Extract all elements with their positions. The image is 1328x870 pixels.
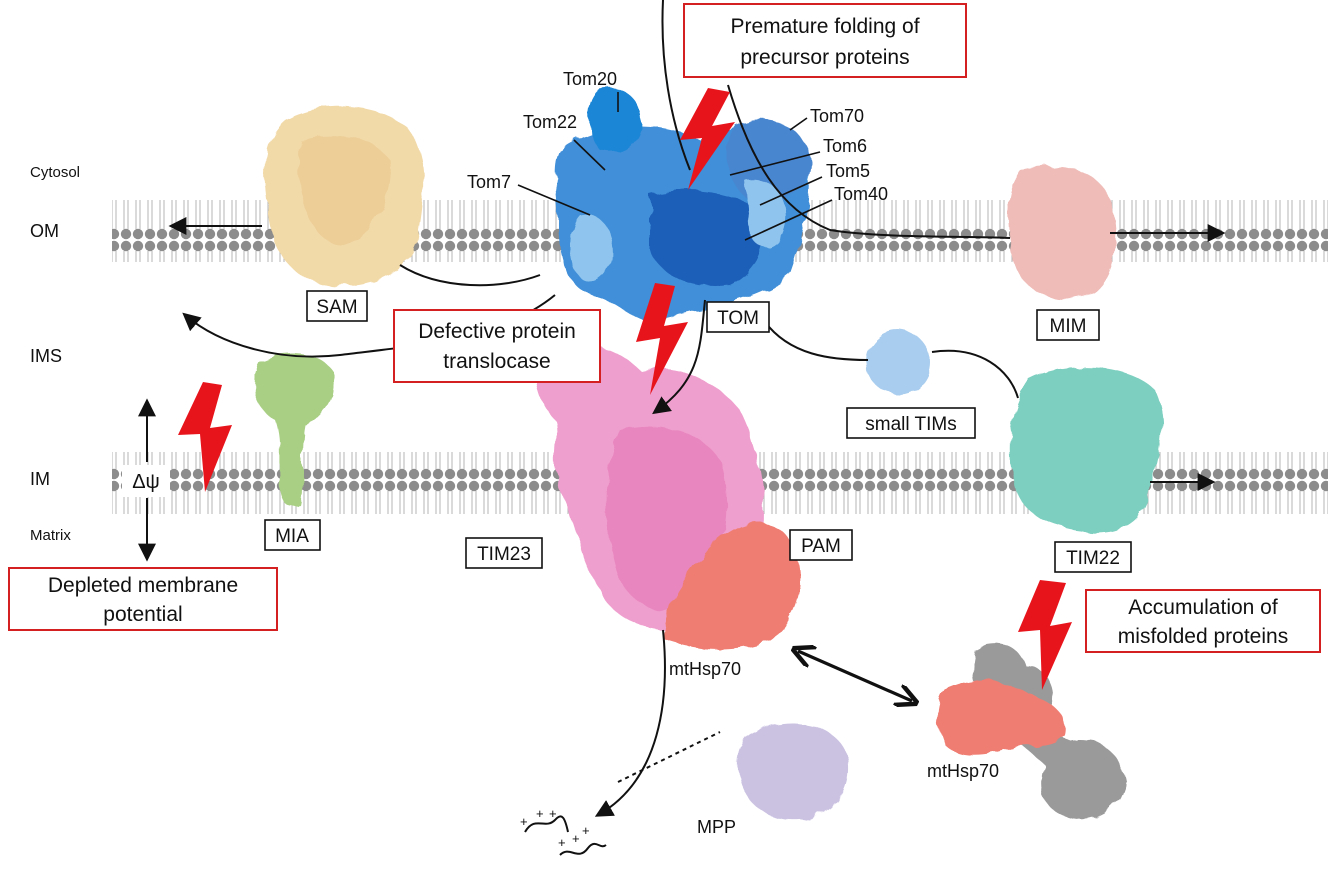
tom-label: TOM: [717, 308, 759, 329]
tom6-label: Tom6: [823, 136, 867, 156]
tom7-label: Tom7: [467, 172, 511, 192]
tom70-label: Tom70: [810, 106, 864, 126]
cytosol-label: Cytosol: [30, 164, 80, 181]
cleaved-presequences: + + + + + +: [520, 806, 607, 856]
misfolded-accumulation-box: Accumulation of misfolded proteins: [1085, 589, 1321, 653]
mthsp70-misfolded-label: mtHsp70: [927, 761, 999, 781]
path-to-mim: [727, 84, 1011, 239]
svg-text:+: +: [549, 806, 557, 821]
tom20-label: Tom20: [563, 69, 617, 89]
precursor-path-entry: [661, 0, 691, 171]
lightning-icon-misfolded: [1018, 580, 1072, 690]
depleted-potential-line1: Depleted membrane: [48, 574, 238, 597]
tim23-label: TIM23: [477, 544, 531, 565]
premature-folding-box: Premature folding of precursor proteins: [683, 3, 967, 78]
path-to-matrix-arrow: [594, 629, 666, 817]
tim22-label-box: TIM22: [1054, 541, 1132, 573]
tom22-label: Tom22: [523, 112, 577, 132]
ims-label: IMS: [30, 346, 62, 366]
small-tims-label-box: small TIMs: [846, 407, 976, 439]
lightning-icon-translocase: [636, 283, 688, 395]
sam-label: SAM: [316, 297, 357, 318]
mia-protein: [254, 354, 335, 508]
tim23-label-box: TIM23: [465, 537, 543, 569]
misfolded-accumulation-line2: misfolded proteins: [1118, 625, 1288, 648]
tom-subunit-leaders: [517, 92, 833, 241]
mpp-label: MPP: [697, 817, 736, 837]
tom-complex: [555, 88, 810, 323]
depleted-potential-box: Depleted membrane potential: [8, 567, 278, 631]
svg-text:+: +: [558, 835, 566, 850]
svg-text:+: +: [582, 823, 590, 838]
mpp-enzyme: [737, 723, 848, 821]
svg-text:+: +: [520, 814, 528, 829]
tom40-label: Tom40: [834, 184, 888, 204]
defective-translocase-line1: Defective protein: [418, 320, 576, 343]
path-to-sam: [399, 264, 541, 287]
mthsp70-pam-label: mtHsp70: [669, 659, 741, 679]
tom-label-box: TOM: [706, 301, 770, 333]
pam-label-box: PAM: [789, 529, 853, 561]
premature-folding-line1: Premature folding of: [730, 15, 919, 38]
delta-psi-symbol: Δψ: [132, 471, 160, 493]
im-label: IM: [30, 469, 50, 489]
mim-label-box: MIM: [1036, 309, 1100, 341]
om-label: OM: [30, 221, 59, 241]
premature-folding-line2: precursor proteins: [740, 46, 909, 69]
svg-text:+: +: [572, 831, 580, 846]
tom5-label: Tom5: [826, 161, 870, 181]
path-tom-to-small-tims: [764, 321, 869, 361]
sam-label-box: SAM: [306, 290, 368, 322]
lightning-icon-tom: [680, 88, 735, 190]
tim22-complex: [1010, 367, 1163, 533]
small-tims-complex: [866, 330, 930, 394]
svg-text:+: +: [536, 806, 544, 821]
sam-complex: [264, 106, 425, 286]
pam-complex: [664, 522, 801, 650]
lightning-icon-potential: [178, 382, 232, 492]
misfolded-accumulation-line1: Accumulation of: [1128, 596, 1278, 619]
matrix-label: Matrix: [30, 527, 71, 544]
small-tims-label: small TIMs: [865, 414, 956, 435]
pam-label: PAM: [801, 536, 841, 557]
path-tom-to-tim23-arrow: [652, 299, 706, 415]
depleted-potential-line2: potential: [103, 603, 182, 626]
defective-translocase-box: Defective protein translocase: [393, 309, 601, 383]
mia-label: MIA: [275, 526, 309, 547]
path-small-tims-to-tim22: [931, 349, 1019, 399]
mia-label-box: MIA: [264, 519, 321, 551]
mim-complex: [1007, 166, 1116, 299]
hsp70-exchange-arrow: [798, 651, 912, 701]
mim-label: MIM: [1050, 316, 1087, 337]
tim22-label: TIM22: [1066, 548, 1120, 569]
defective-translocase-line2: translocase: [443, 350, 550, 373]
misfolded-protein-aggregate: [937, 644, 1125, 820]
mpp-dashed-line: [617, 731, 721, 783]
